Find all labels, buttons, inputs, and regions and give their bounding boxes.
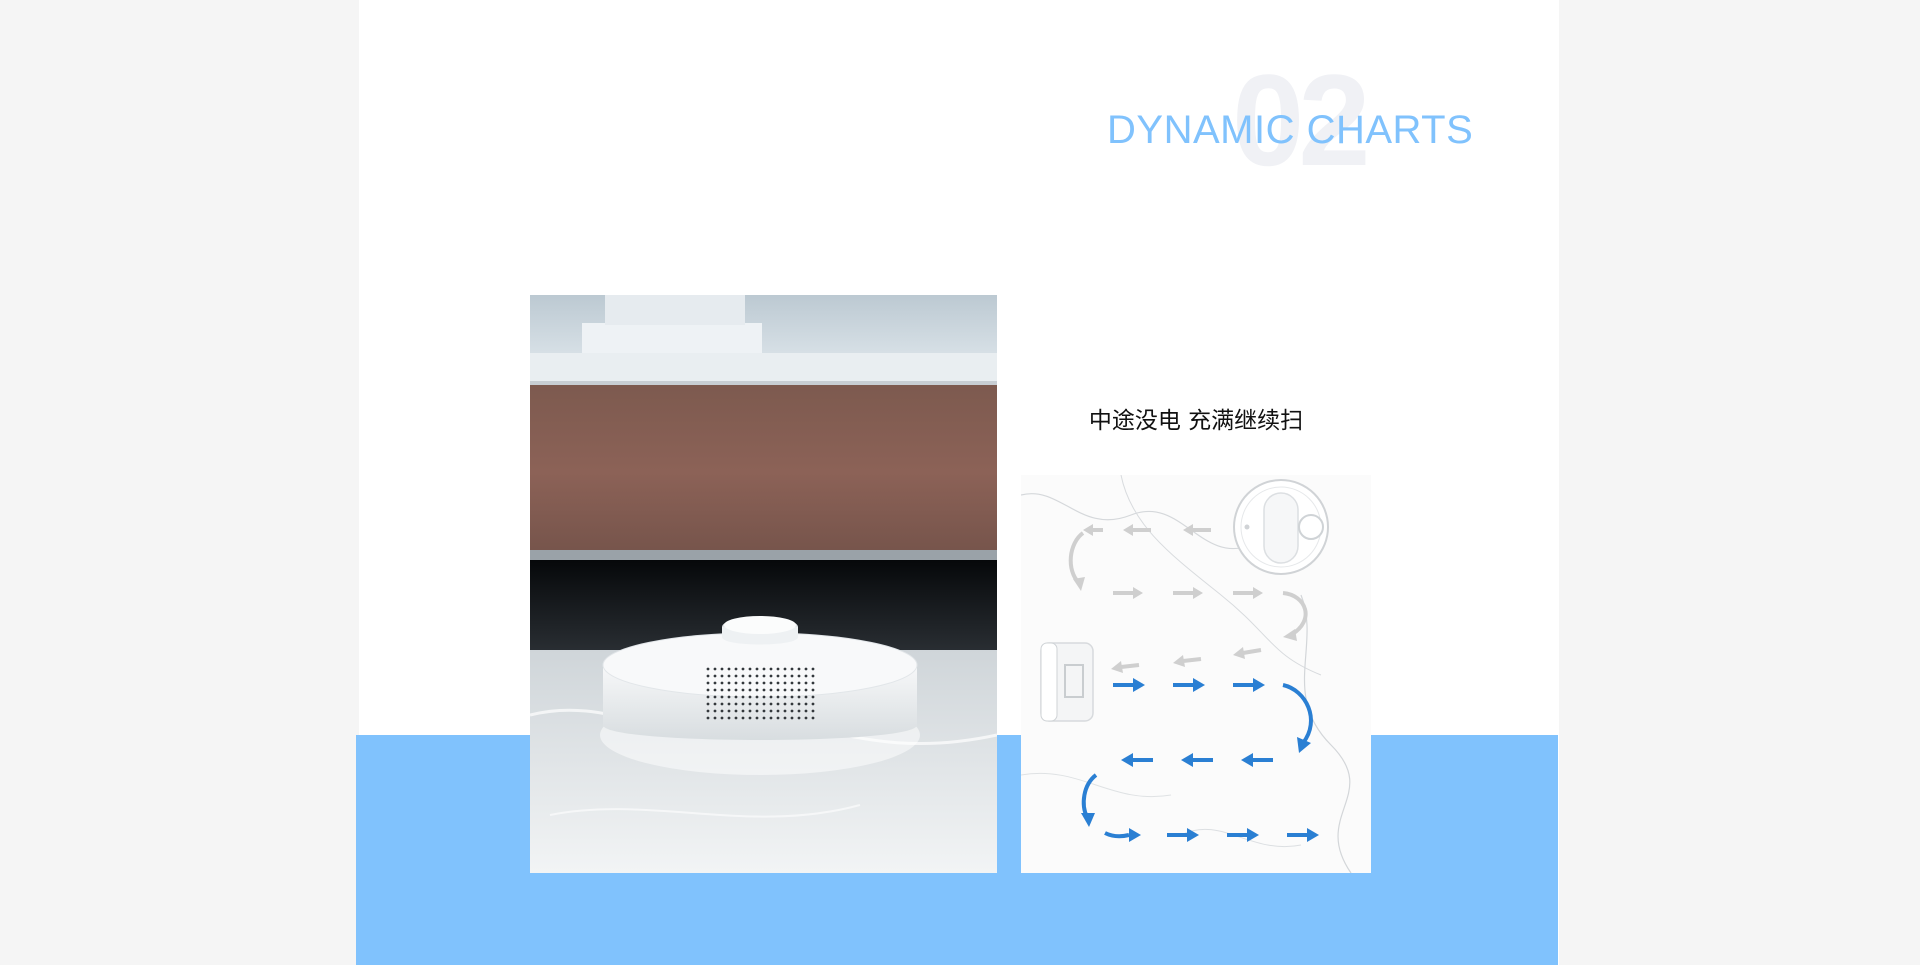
section-title: DYNAMIC CHARTS <box>1107 108 1474 152</box>
robot-under-cabinet-image <box>530 295 997 873</box>
completed-path <box>1068 524 1308 673</box>
robot-vacuum-icon <box>1233 479 1329 575</box>
product-photo <box>530 295 997 873</box>
charging-dock-icon <box>1040 642 1094 722</box>
remaining-path <box>1081 678 1319 842</box>
section-number-watermark: 02 <box>1232 47 1371 193</box>
recharge-resume-panel: 中途没电 充满继续扫 <box>1021 295 1371 873</box>
feature-caption: 中途没电 充满继续扫 <box>1088 408 1304 434</box>
cleaning-path-diagram <box>1021 475 1371 873</box>
